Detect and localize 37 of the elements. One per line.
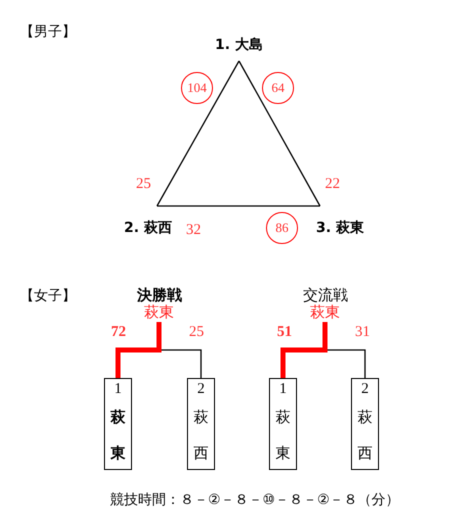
team-box bbox=[269, 378, 297, 470]
team-name: 萩西 bbox=[357, 407, 373, 464]
seed-number: 1 bbox=[114, 381, 122, 397]
team-name: 2. 萩西 bbox=[122, 206, 174, 238]
triangle-side bbox=[156, 60, 240, 206]
score: 25 bbox=[136, 176, 151, 192]
score: 31 bbox=[355, 324, 370, 340]
triangle-side bbox=[238, 60, 321, 206]
seed-number: 1 bbox=[279, 381, 287, 397]
team-box bbox=[187, 378, 215, 470]
winner-bracket-line bbox=[116, 322, 162, 378]
match-time-note: 競技時間：８－②－８－⑩－８－②－８（分） bbox=[110, 492, 400, 508]
score: 72 bbox=[111, 324, 126, 340]
team-name: 萩西 bbox=[193, 407, 209, 464]
winner-name: 萩東 bbox=[141, 304, 177, 322]
team-box bbox=[104, 378, 132, 470]
team-box bbox=[351, 378, 379, 470]
section-heading: 【女子】 bbox=[20, 288, 76, 304]
winner-name: 萩東 bbox=[307, 304, 343, 322]
triangle-side bbox=[157, 205, 320, 207]
score-circle: 64 bbox=[262, 72, 294, 104]
score: 51 bbox=[277, 324, 292, 340]
score: 25 bbox=[189, 324, 204, 340]
section-heading: 【男子】 bbox=[20, 24, 76, 40]
winner-bracket-line bbox=[280, 322, 328, 378]
match-title: 決勝戦 bbox=[137, 287, 182, 303]
team-name: 萩東 bbox=[110, 407, 126, 464]
match-title: 交流戦 bbox=[303, 287, 348, 303]
team-name: 3. 萩東 bbox=[314, 206, 366, 238]
score-circle: 86 bbox=[266, 212, 298, 244]
team-name: 萩東 bbox=[275, 407, 291, 464]
score: 32 bbox=[186, 222, 201, 238]
score: 22 bbox=[325, 176, 340, 192]
score-circle: 104 bbox=[181, 72, 213, 104]
seed-number: 2 bbox=[197, 381, 205, 397]
seed-number: 2 bbox=[361, 381, 369, 397]
team-name: 1. 大島 bbox=[212, 37, 266, 61]
